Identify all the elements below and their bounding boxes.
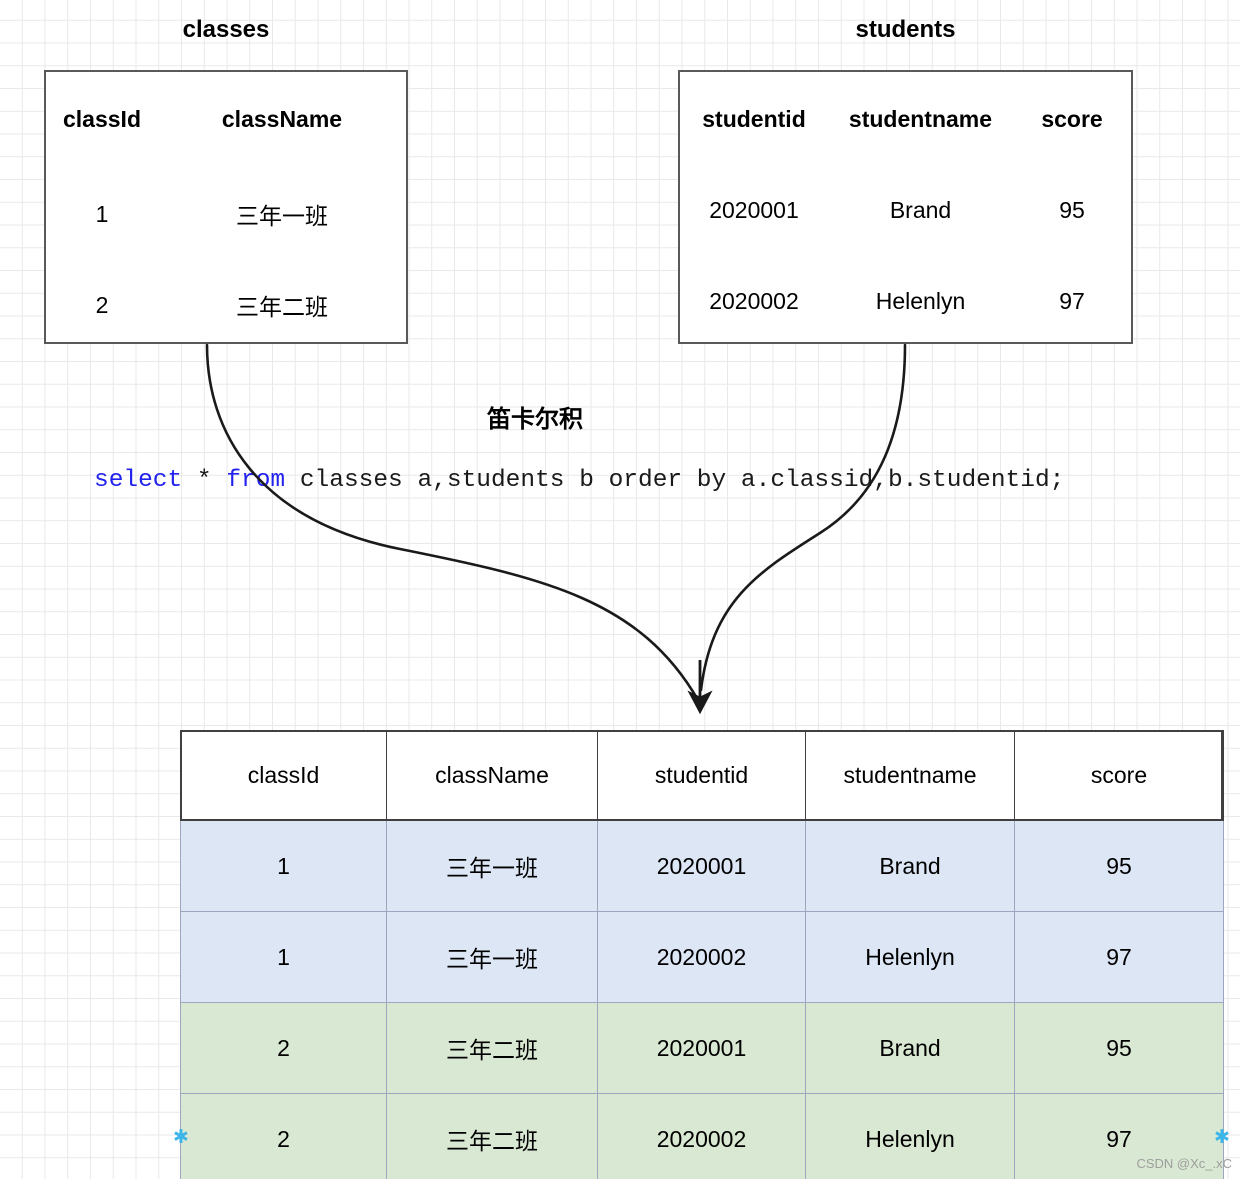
- classes-r1-classname: 三年一班: [236, 203, 328, 229]
- cell-studentid: 2020001: [597, 820, 806, 912]
- result-col-score: score: [1014, 730, 1224, 821]
- cartesian-product-label: 笛卡尔积: [487, 406, 583, 433]
- cell-studentname: Brand: [805, 820, 1015, 912]
- cell-studentname: Helenlyn: [805, 911, 1015, 1003]
- result-col-studentname: studentname: [805, 730, 1015, 821]
- sql-text-star: *: [182, 467, 227, 494]
- students-r1-studentname: Brand: [889, 197, 952, 223]
- cell-score: 97: [1014, 911, 1224, 1003]
- classes-col-classid: classId: [63, 106, 141, 132]
- students-r1-score: 95: [1059, 197, 1085, 223]
- students-r1-studentid: 2020001: [709, 197, 799, 223]
- table-row[interactable]: 1 三年一班 2020002 Helenlyn 97: [180, 911, 1224, 1003]
- result-col-classid: classId: [180, 730, 387, 821]
- arrow-from-students: [699, 343, 907, 692]
- students-table-box[interactable]: studentid studentname score 2020001 Bran…: [678, 70, 1133, 344]
- cell-studentname: Brand: [805, 1002, 1015, 1094]
- classes-col-classname: className: [221, 106, 343, 132]
- classes-data-row-2: 2 三年二班: [46, 288, 406, 322]
- students-header-row: studentid studentname score: [680, 106, 1131, 133]
- table-row[interactable]: 2 三年二班 2020002 Helenlyn 97: [180, 1093, 1224, 1179]
- classes-r2-classid: 2: [95, 291, 109, 318]
- sql-text-rest: classes a,students b order by a.classid,…: [285, 467, 1065, 494]
- students-col-studentid: studentid: [702, 106, 806, 132]
- cell-studentname: Helenlyn: [805, 1093, 1015, 1179]
- students-data-row-1: 2020001 Brand 95: [680, 197, 1131, 224]
- cell-score: 95: [1014, 1002, 1224, 1094]
- watermark-text: CSDN @Xc_.xC: [1136, 1156, 1232, 1171]
- sql-keyword-from: from: [226, 467, 286, 494]
- arrow-from-classes: [205, 343, 700, 702]
- students-r2-studentid: 2020002: [709, 288, 799, 314]
- table-row[interactable]: 2 三年二班 2020001 Brand 95: [180, 1002, 1224, 1094]
- cell-classid: 1: [180, 820, 387, 912]
- classes-r1-classid: 1: [95, 200, 109, 227]
- cell-classname: 三年二班: [386, 1093, 598, 1179]
- students-data-row-2: 2020002 Helenlyn 97: [680, 288, 1131, 315]
- cell-classid: 2: [180, 1002, 387, 1094]
- table-row[interactable]: 1 三年一班 2020001 Brand 95: [180, 820, 1224, 912]
- cell-classid: 2: [180, 1093, 387, 1179]
- classes-header-row: classId className: [46, 106, 406, 133]
- selection-handle-left[interactable]: ✱: [173, 1126, 189, 1148]
- cell-classname: 三年一班: [386, 820, 598, 912]
- classes-table-title: classes: [182, 16, 270, 43]
- sql-keyword-select: select: [94, 467, 183, 494]
- result-table[interactable]: classId className studentid studentname …: [180, 730, 1224, 1179]
- students-col-studentname: studentname: [848, 106, 993, 132]
- cell-classname: 三年一班: [386, 911, 598, 1003]
- students-r2-studentname: Helenlyn: [875, 288, 966, 314]
- cell-studentid: 2020002: [597, 911, 806, 1003]
- students-r2-score: 97: [1059, 288, 1085, 314]
- students-table-title: students: [855, 16, 956, 43]
- sql-statement: select * from classes a,students b order…: [94, 467, 1064, 494]
- cell-studentid: 2020001: [597, 1002, 806, 1094]
- cell-classid: 1: [180, 911, 387, 1003]
- result-col-studentid: studentid: [597, 730, 806, 821]
- cell-score: 95: [1014, 820, 1224, 912]
- cell-score: 97: [1014, 1093, 1224, 1179]
- selection-handle-right[interactable]: ✱: [1214, 1126, 1230, 1148]
- classes-r2-classname: 三年二班: [236, 294, 328, 320]
- result-col-classname: className: [386, 730, 598, 821]
- cell-studentid: 2020002: [597, 1093, 806, 1179]
- result-header-row: classId className studentid studentname …: [180, 730, 1224, 821]
- classes-table-box[interactable]: classId className 1 三年一班 2 三年二班: [44, 70, 408, 344]
- cell-classname: 三年二班: [386, 1002, 598, 1094]
- students-col-score: score: [1041, 106, 1103, 132]
- classes-data-row-1: 1 三年一班: [46, 197, 406, 231]
